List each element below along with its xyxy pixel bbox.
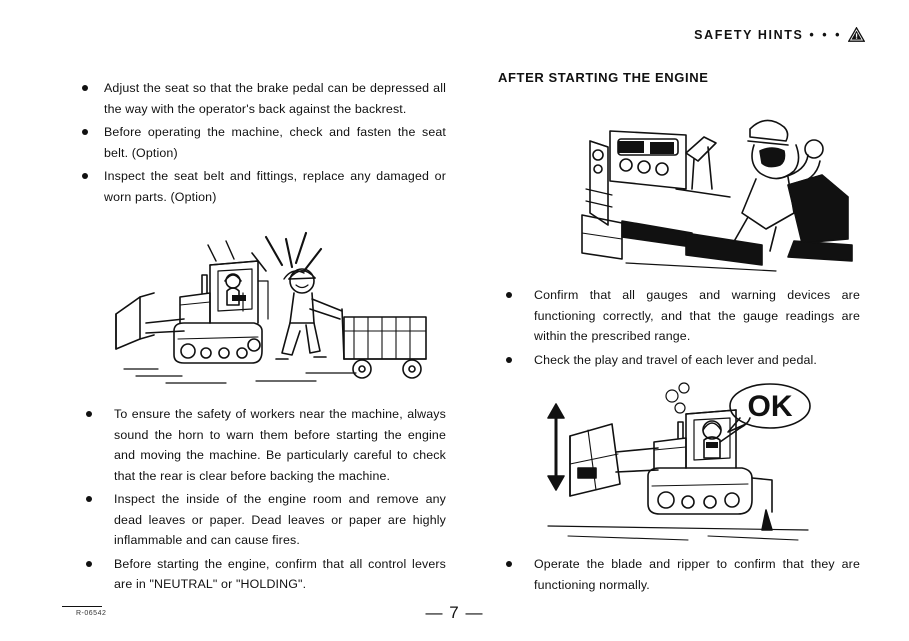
bulldozer-horn-warning-figure [106,219,446,394]
left-top-bullet-list: Adjust the seat so that the brake pedal … [78,78,446,207]
left-column: Adjust the seat so that the brake pedal … [78,78,446,598]
page-number: — 7 — [425,603,484,622]
section-title: AFTER STARTING THE ENGINE [498,70,709,85]
right-bottom-bullet-list: Operate the blade and ripper to confirm … [498,554,860,595]
list-item: Confirm that all gauges and warning devi… [498,285,860,347]
bulldozer-ok-figure: OK [508,380,860,548]
list-item: Before operating the machine, check and … [78,122,446,163]
list-item: Adjust the seat so that the brake pedal … [78,78,446,119]
list-item: Inspect the inside of the engine room an… [78,489,446,551]
footer-divider [62,606,102,607]
page-header: SAFETY HINTS • • • [694,26,866,42]
list-item: To ensure the safety of workers near the… [78,404,446,486]
left-bottom-bullet-list: To ensure the safety of workers near the… [78,404,446,595]
list-item: Before starting the engine, confirm that… [78,554,446,595]
ok-label: OK [748,390,793,423]
right-mid-bullet-list: Confirm that all gauges and warning devi… [498,285,860,370]
operator-cab-gauges-figure [526,93,860,273]
document-code: R-06542 [76,610,107,617]
header-title: SAFETY HINTS [694,27,804,42]
list-item: Check the play and travel of each lever … [498,350,860,371]
header-dots: • • • [809,27,842,42]
list-item: Operate the blade and ripper to confirm … [498,554,860,595]
right-column: AFTER STARTING THE ENGINE [498,70,860,598]
warning-triangle-icon [847,26,866,42]
list-item: Inspect the seat belt and fittings, repl… [78,166,446,207]
